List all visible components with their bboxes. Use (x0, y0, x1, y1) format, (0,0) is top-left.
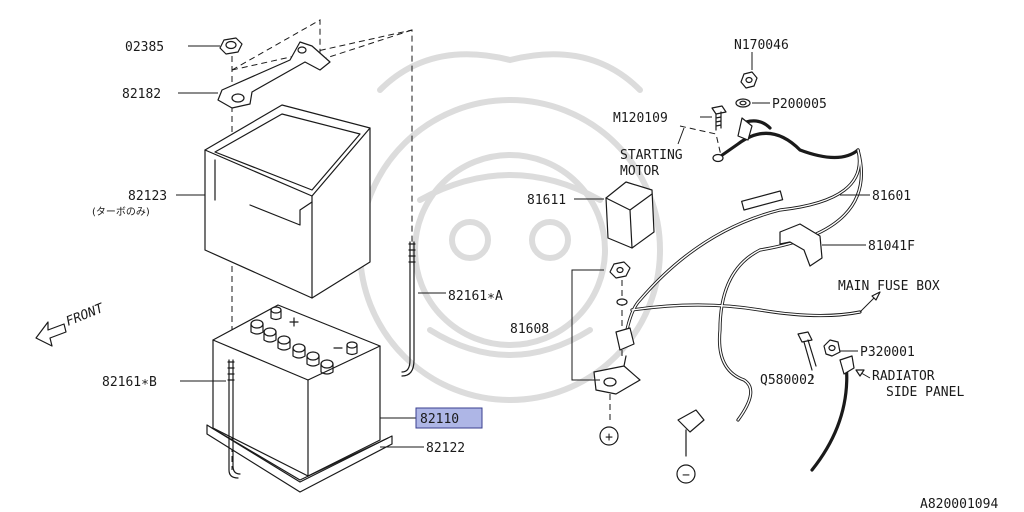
label-82123[interactable]: 82123 (128, 189, 167, 204)
label-82123-note: (ターボのみ) (92, 206, 150, 218)
svg-text:+: + (605, 430, 613, 445)
label-81611[interactable]: 81611 (527, 193, 566, 208)
background-watermark (357, 51, 663, 403)
label-starting-motor-2: MOTOR (620, 164, 659, 179)
svg-text:−: − (682, 468, 690, 483)
washer-p320001[interactable] (823, 339, 841, 357)
nut-n170046[interactable] (740, 71, 758, 89)
diagram-id: A820001094 (920, 497, 998, 512)
label-radiator-2: SIDE PANEL (886, 385, 964, 400)
label-n170046[interactable]: N170046 (734, 38, 789, 53)
label-81608[interactable]: 81608 (510, 322, 549, 337)
dashed-starter-link (679, 125, 723, 161)
leader-starting-motor (677, 127, 685, 145)
label-p200005[interactable]: P200005 (772, 97, 827, 112)
ground-terminal[interactable] (677, 409, 705, 457)
cable-bracket-81041f[interactable] (779, 223, 823, 267)
highlight-82110 (415, 407, 483, 429)
label-p320001[interactable]: P320001 (860, 345, 915, 360)
front-label: FRONT (64, 301, 107, 330)
label-m120109[interactable]: M120109 (613, 111, 668, 126)
label-main-fuse-box: MAIN FUSE BOX (838, 279, 940, 294)
bracket-81608 (571, 269, 604, 381)
label-02385[interactable]: 02385 (125, 40, 164, 55)
nut-02385[interactable] (219, 37, 243, 55)
label-radiator-1: RADIATOR (872, 369, 935, 384)
battery-hold-down-bracket[interactable] (217, 41, 331, 109)
ground-strap[interactable] (810, 355, 855, 472)
positive-terminal-81608[interactable] (593, 261, 641, 424)
label-82110[interactable]: 82110 (420, 412, 459, 427)
label-82182[interactable]: 82182 (122, 87, 161, 102)
bolt-q580002[interactable] (797, 331, 817, 371)
main-fuse-box-arrow (859, 291, 881, 313)
label-81601[interactable]: 81601 (872, 189, 911, 204)
label-q580002[interactable]: Q580002 (760, 373, 815, 388)
washer-p200005[interactable] (735, 98, 751, 108)
label-starting-motor-1: STARTING (620, 148, 683, 163)
hold-down-rod-a[interactable] (401, 241, 416, 377)
terminal-cover-81611[interactable] (605, 181, 655, 249)
positive-symbol-icon: + (599, 426, 619, 446)
bolt-m120109[interactable] (711, 105, 727, 131)
label-82122[interactable]: 82122 (426, 441, 465, 456)
radiator-arrow (855, 369, 871, 379)
label-81041f[interactable]: 81041F (868, 239, 915, 254)
negative-symbol-icon: − (676, 464, 696, 484)
hold-down-rod-b[interactable] (227, 359, 241, 479)
battery-cover-box[interactable] (204, 104, 371, 299)
battery-caps (250, 306, 358, 375)
battery-tray[interactable] (206, 424, 393, 493)
battery-cable-81601[interactable] (623, 117, 863, 422)
front-direction-arrow: FRONT (35, 301, 107, 347)
battery[interactable] (212, 304, 381, 477)
label-82161a[interactable]: 82161∗A (448, 289, 503, 304)
label-82161b[interactable]: 82161∗B (102, 375, 157, 390)
